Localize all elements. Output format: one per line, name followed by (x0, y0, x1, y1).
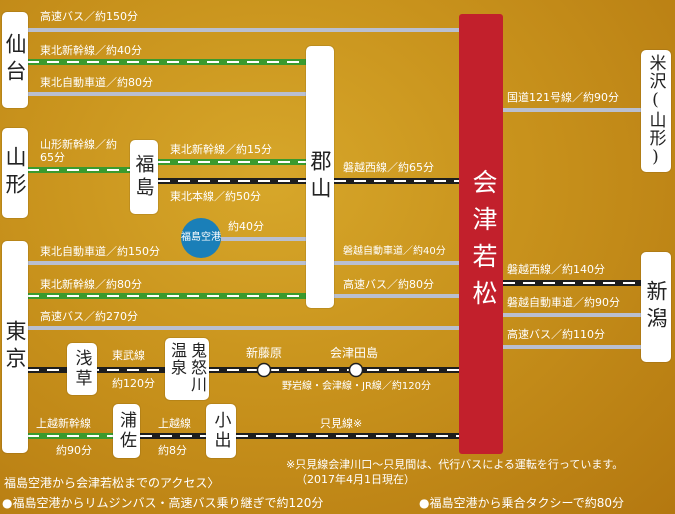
aizuwakamatsu-label: 会津若松 (469, 169, 498, 317)
route-banetsu-west: 磐越西線／約65分 (343, 161, 434, 174)
route-airport-time: 約40分 (228, 220, 264, 233)
route-tobu-time: 約120分 (112, 377, 155, 390)
city-aizuwakamatsu: 会津若松 (459, 14, 503, 454)
access-bus: ●福島空港からリムジンバス・高速バス乗り継ぎで約120分 (2, 496, 324, 510)
city-koide: 小出 (206, 404, 236, 458)
route-yamagata-shinkansen: 山形新幹線／約65分 (40, 138, 117, 164)
route-tobu-line: 東武線 (112, 349, 145, 362)
route-niigata-banetsu-west: 磐越西線／約140分 (507, 263, 605, 276)
route-joetsu-shinkansen-time: 約90分 (56, 444, 92, 457)
route-tokyo-expressway: 東北自動車道／約150分 (40, 245, 160, 258)
route-niigata-expressway: 磐越自動車道／約90分 (507, 296, 620, 309)
route-koriyama-bus: 高速バス／約80分 (343, 278, 434, 291)
access-title: 福島空港から会津若松までのアクセス〉 (4, 476, 220, 490)
route-fukushima-mainline: 東北本線／約50分 (170, 190, 261, 203)
route-fukushima-shinkansen: 東北新幹線／約15分 (170, 143, 272, 156)
aizutajima-station (348, 362, 364, 378)
city-koriyama: 郡山 (306, 46, 334, 308)
route-tokyo-shinkansen: 東北新幹線／約80分 (40, 278, 142, 291)
city-urasa: 浦佐 (113, 404, 140, 458)
route-tadami-line: 只見線※ (320, 417, 363, 430)
city-kinugawa-onsen: 鬼怒川温泉 (165, 338, 209, 400)
route-joetsu-line-time: 約8分 (158, 444, 187, 457)
route-sendai-bus: 高速バス／約150分 (40, 10, 138, 23)
tadami-note-line2: （2017年4月1日現在） (296, 473, 415, 486)
station-aizutajima-label: 会津田島 (330, 346, 379, 360)
access-taxi: ●福島空港から乗合タクシーで約80分 (419, 496, 625, 510)
city-sendai: 仙台 (2, 12, 28, 108)
route-sendai-expressway: 東北自動車道／約80分 (40, 76, 153, 89)
city-asakusa: 浅草 (67, 343, 97, 395)
city-yamagata: 山形 (2, 128, 28, 218)
route-niigata-bus: 高速バス／約110分 (507, 328, 605, 341)
city-tokyo: 東京 (2, 241, 28, 453)
city-yonezawa: 米沢(山形) (641, 50, 671, 172)
route-banetsu-expressway: 磐越自動車道／約40分 (343, 246, 446, 257)
route-121: 国道121号線／約90分 (507, 91, 619, 104)
shinfujiwara-station (256, 362, 272, 378)
route-joetsu-line: 上越線 (158, 417, 191, 430)
station-shinfujiwara-label: 新藤原 (246, 346, 283, 360)
city-niigata: 新潟 (641, 252, 671, 362)
tadami-note-line1: ※只見線会津川口〜只見間は、代行バスによる運転を行っています。 (286, 458, 624, 471)
route-tokyo-bus: 高速バス／約270分 (40, 310, 138, 323)
fukushima-airport-badge: 福島空港 (181, 218, 221, 258)
route-joetsu-shinkansen: 上越新幹線 (36, 417, 91, 430)
route-yagan-line: 野岩線・会津線・JR線／約120分 (282, 381, 431, 392)
route-sendai-shinkansen: 東北新幹線／約40分 (40, 44, 142, 57)
city-fukushima: 福島 (130, 140, 158, 214)
